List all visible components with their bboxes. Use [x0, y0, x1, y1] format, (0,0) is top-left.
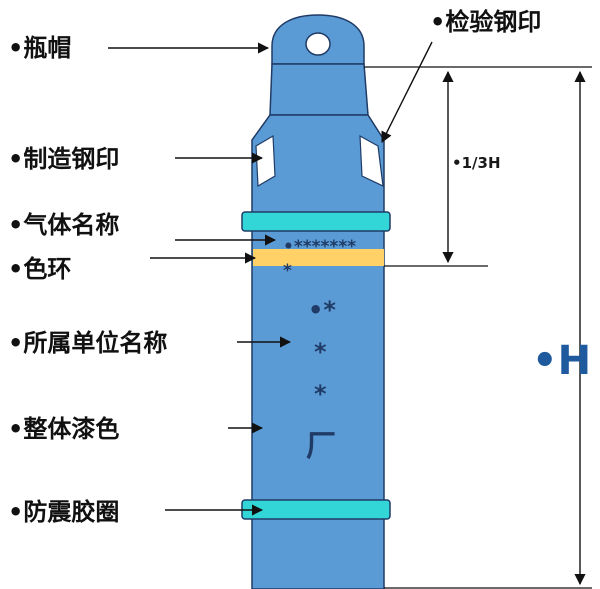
- label-one-third-h: •1/3H: [452, 154, 501, 172]
- label-inspection-stamp: •检验钢印: [430, 8, 541, 36]
- cylinder-neck: [269, 63, 369, 116]
- color-ring-band: [253, 249, 384, 266]
- label-gas-name: •气体名称: [8, 211, 119, 239]
- cap-hole: [305, 32, 331, 56]
- gas-cylinder: •******* * •* * * 厂: [241, 14, 391, 589]
- arrow-inspection-stamp: [381, 41, 433, 144]
- inspection-stamp-patch: [359, 134, 384, 188]
- lower-rubber-ring: [241, 499, 391, 520]
- owner-name-marking-4: 厂: [306, 429, 336, 464]
- owner-name-marking-3: *: [314, 380, 327, 408]
- label-color-ring: •色环: [8, 255, 71, 283]
- label-overall-paint: •整体漆色: [8, 415, 119, 443]
- cylinder-body: [251, 114, 385, 589]
- upper-rubber-ring: [241, 211, 391, 232]
- manufacture-stamp-patch: [255, 134, 276, 188]
- label-manufacture-stamp: •制造钢印: [8, 145, 119, 173]
- label-owner-name: •所属单位名称: [8, 329, 167, 357]
- label-cap: •瓶帽: [8, 34, 71, 62]
- label-full-h: •H: [532, 338, 591, 384]
- gas-name-marking: •*******: [283, 237, 356, 257]
- gas-name-marking-tail: *: [283, 261, 292, 281]
- owner-name-marking-1: •*: [308, 296, 336, 324]
- owner-name-marking-2: *: [314, 338, 327, 366]
- label-rubber-ring: •防震胶圈: [8, 498, 119, 526]
